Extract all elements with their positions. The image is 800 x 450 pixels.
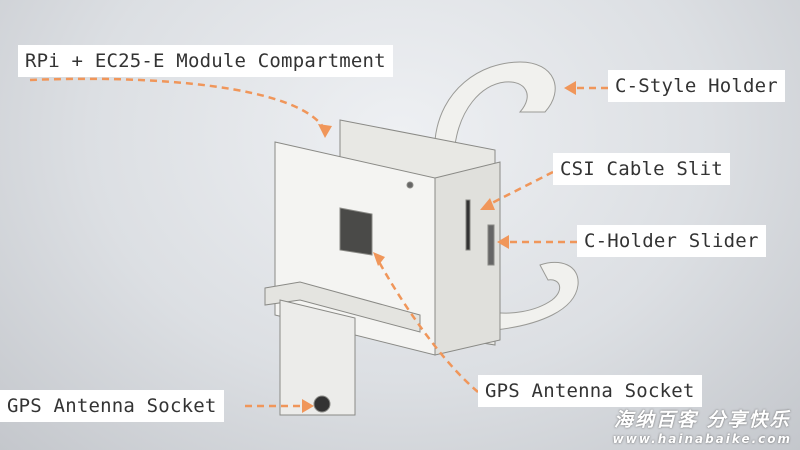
label-gps-socket-left: GPS Antenna Socket xyxy=(0,390,224,422)
side-panel xyxy=(434,161,501,356)
arrow-compartment xyxy=(29,77,327,131)
watermark-line1: 海纳百客 分享快乐 xyxy=(614,409,791,431)
label-compartment: RPi + EC25-E Module Compartment xyxy=(18,45,393,77)
arrow-gps-right xyxy=(376,259,479,393)
watermark: 海纳百客 分享快乐 www.hainabaike.com xyxy=(613,405,792,446)
label-gps-socket-right: GPS Antenna Socket xyxy=(478,375,702,407)
label-csi-cable-slit: CSI Cable Slit xyxy=(553,153,730,185)
c-style-holder-top xyxy=(434,61,556,146)
watermark-line2: www.hainabaike.com xyxy=(612,432,792,446)
arrow-csi-slit xyxy=(487,170,554,207)
rail xyxy=(264,281,421,333)
label-c-holder-slider: C-Holder Slider xyxy=(577,225,766,257)
gps-mount-plate xyxy=(279,299,356,416)
c-style-holder-bottom xyxy=(489,261,579,331)
arrow-heads xyxy=(302,81,576,413)
annotation-arrows xyxy=(29,77,608,408)
label-c-style-holder: C-Style Holder xyxy=(608,70,785,102)
